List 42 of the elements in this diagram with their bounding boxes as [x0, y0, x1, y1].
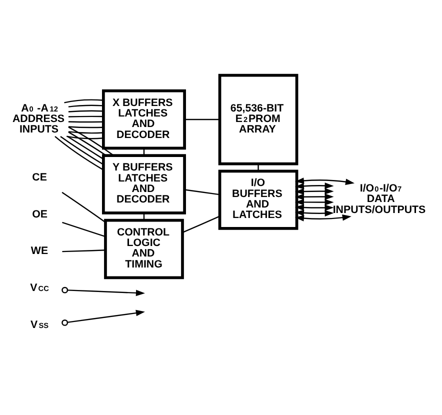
arrow [294, 182, 334, 189]
connector [182, 215, 220, 233]
connector [54, 135, 104, 170]
connector [68, 130, 104, 134]
connector [68, 110, 104, 112]
arrow [294, 188, 334, 194]
connector [68, 126, 104, 128]
arrow [294, 198, 334, 205]
node-box: 65,536-BIT E2PROM ARRAY [218, 73, 298, 165]
node-box: CONTROL LOGIC AND TIMING [104, 218, 184, 279]
node-text: VSS [30, 318, 49, 330]
connector [68, 131, 107, 156]
connector [68, 120, 104, 122]
arrow [294, 204, 334, 210]
connector [68, 104, 104, 107]
arrow [294, 209, 334, 216]
connector [62, 249, 106, 252]
connector [67, 135, 104, 159]
connector [66, 135, 104, 139]
node-text: I/O0-I/O7 DATA INPUTS/OUTPUTS [332, 182, 426, 216]
arrow [68, 309, 145, 322]
node-text: OE [32, 208, 48, 220]
connector [62, 191, 106, 222]
arrow [294, 214, 352, 221]
connector [62, 221, 106, 237]
node-text: WE [30, 244, 48, 257]
node-box: Y BUFFERS LATCHES AND DECODER [102, 154, 186, 214]
node-text: CE [32, 170, 47, 183]
arrow [294, 193, 334, 200]
node-text: A0 -A12 ADDRESS INPUTS [12, 102, 65, 136]
connector [68, 126, 114, 156]
node-text: VCC [30, 282, 49, 294]
connector [258, 164, 259, 170]
connector [68, 115, 104, 117]
arrow [294, 177, 355, 184]
arrow [68, 289, 145, 296]
node-box: I/O BUFFERS AND LATCHES [218, 169, 298, 230]
connector [60, 135, 104, 164]
connector [184, 118, 220, 120]
node-box: X BUFFERS LATCHES AND DECODER [102, 88, 186, 150]
connector [184, 188, 220, 195]
connector [64, 98, 104, 103]
